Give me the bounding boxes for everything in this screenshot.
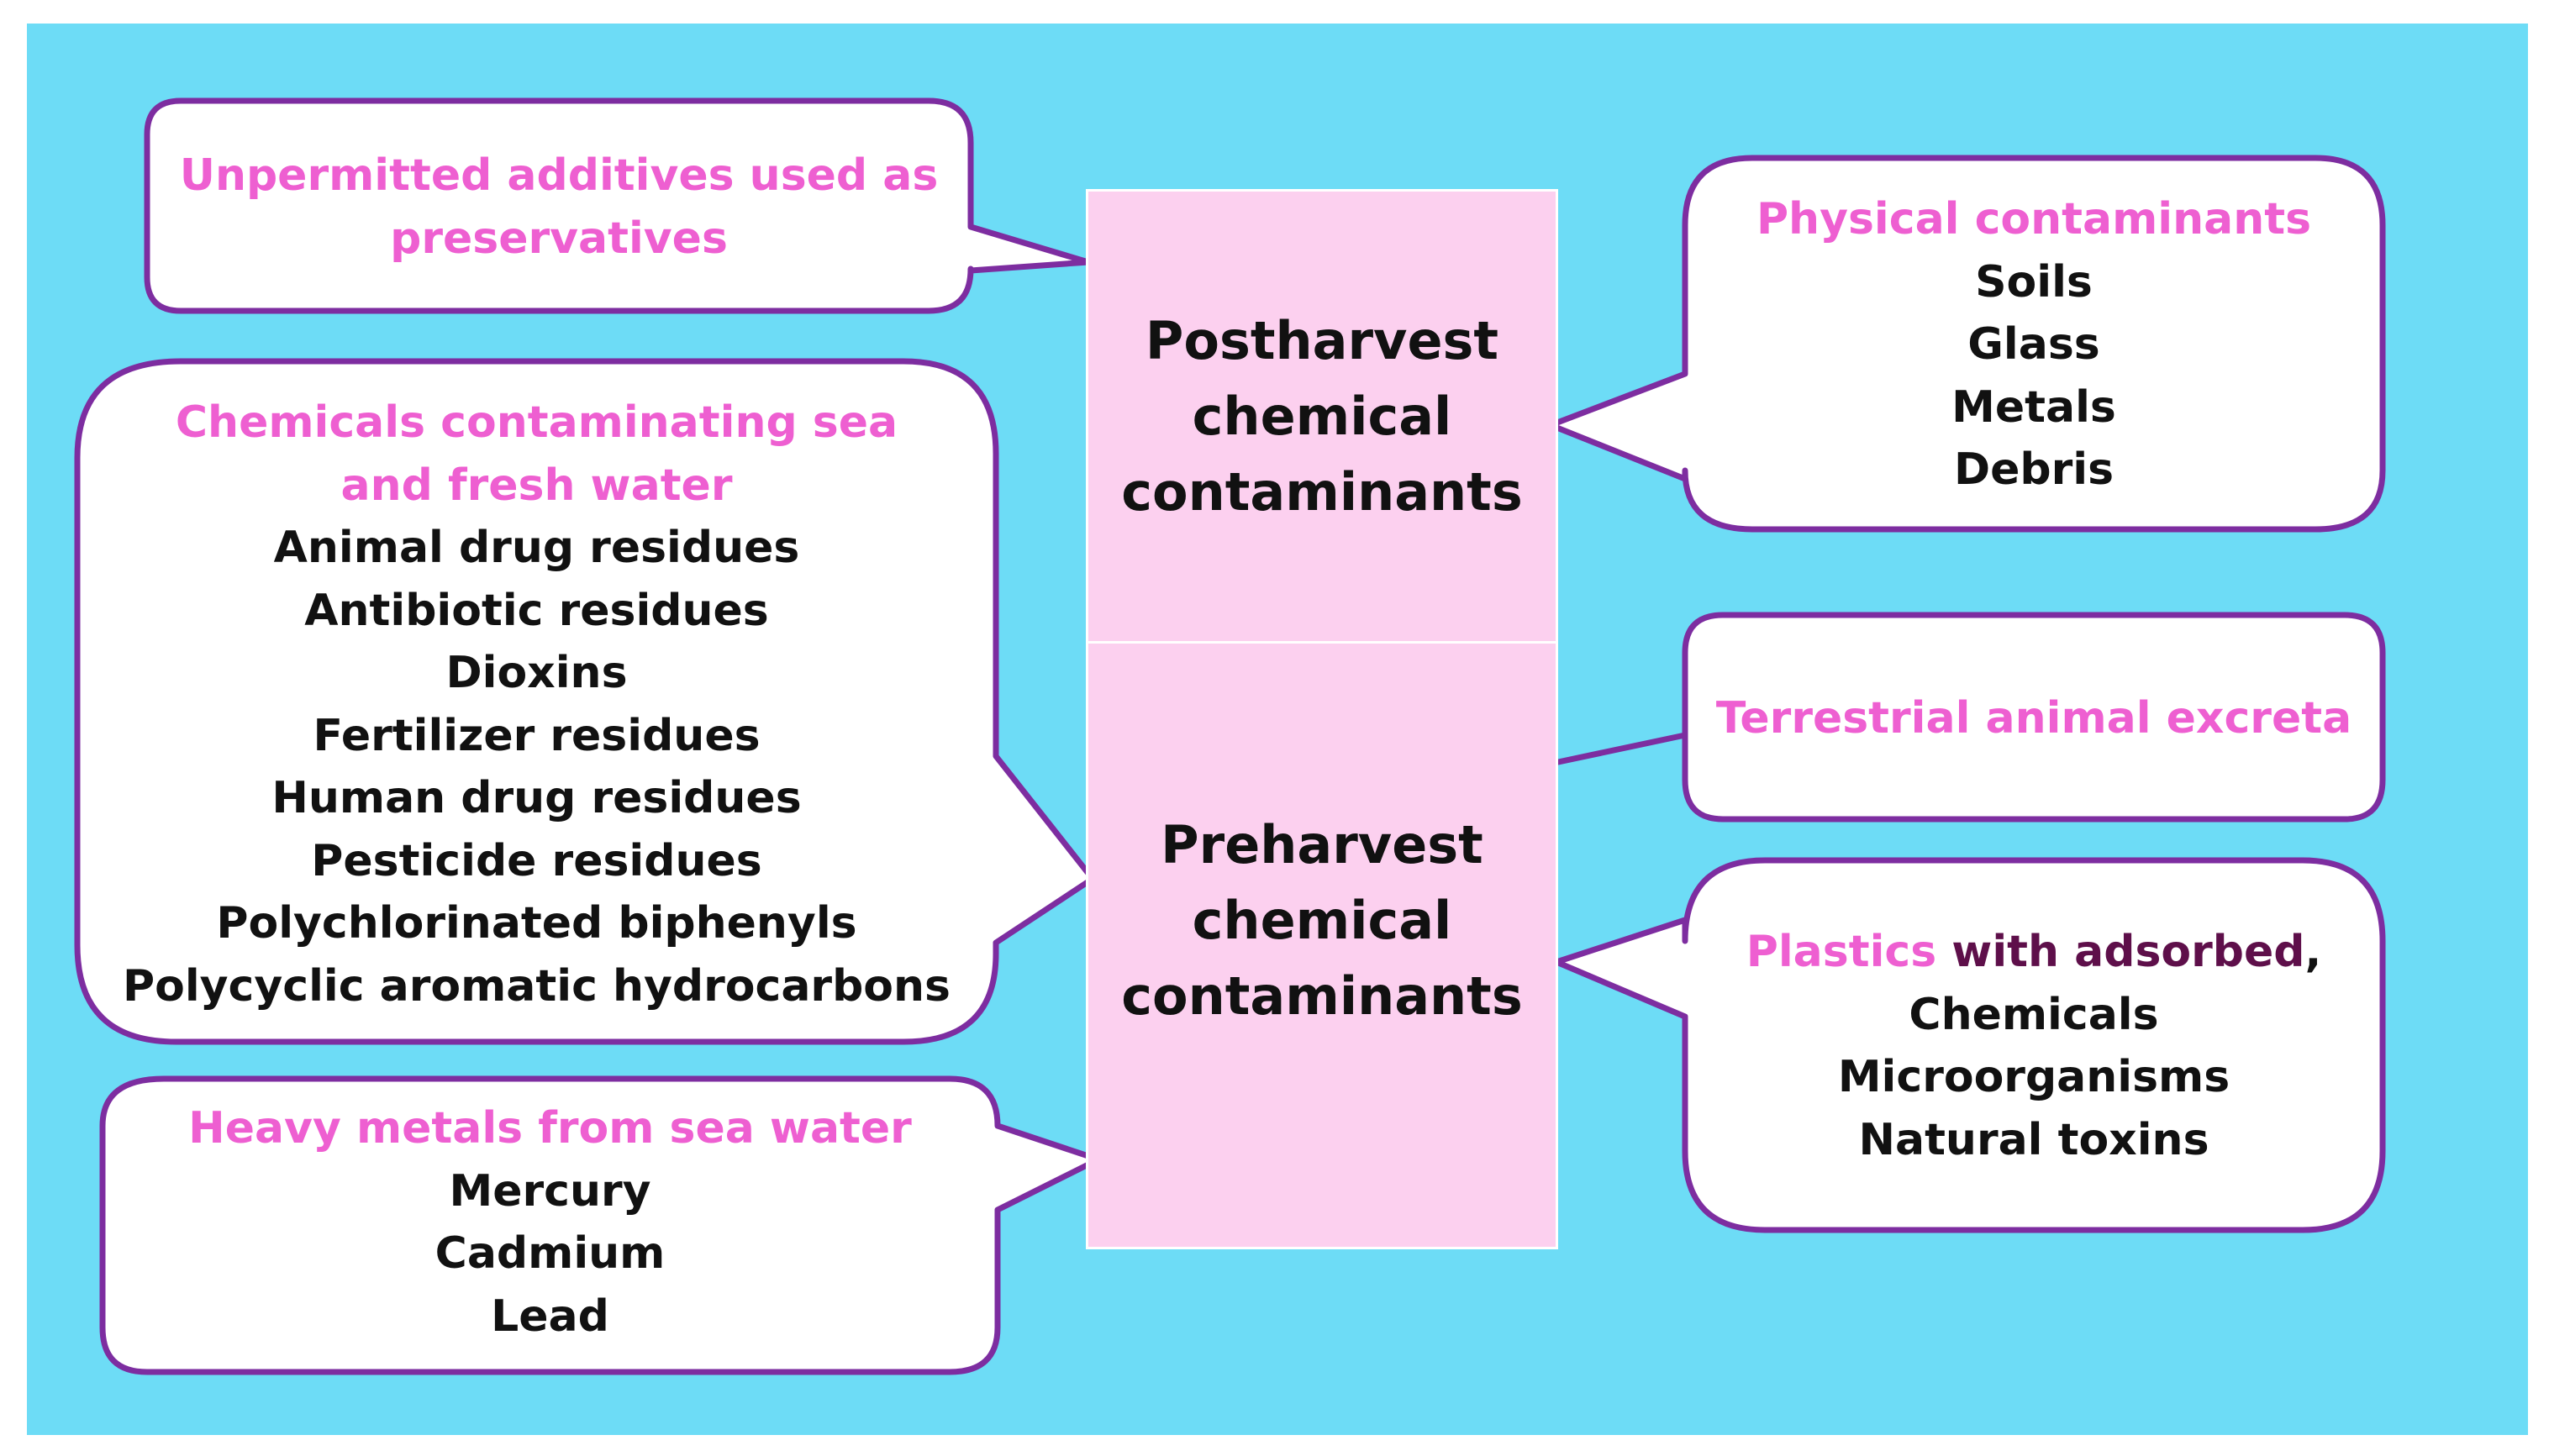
preharvest-line-2: chemical xyxy=(1192,890,1452,951)
postharvest-line-2: chemical xyxy=(1192,386,1452,447)
plastics-item: Chemicals xyxy=(1909,989,2159,1040)
plastics-heading-b: with adsorbed xyxy=(1951,927,2305,977)
callout-plastics xyxy=(1553,857,2386,1233)
water-item: Fertilizer residues xyxy=(313,710,761,761)
callout-excreta xyxy=(1543,612,2386,823)
excreta-text: Terrestrial animal excreta xyxy=(1685,687,2383,750)
plastics-heading-c: , xyxy=(2304,927,2322,977)
plastics-item: Microorganisms xyxy=(1837,1052,2230,1102)
water-heading-line-1: Chemicals contaminating sea xyxy=(175,397,898,448)
preharvest-line-1: Preharvest xyxy=(1161,814,1483,875)
unpermitted-heading: Unpermitted additives used as preservati… xyxy=(147,145,971,270)
water-item: Human drug residues xyxy=(271,773,802,823)
postharvest-line-1: Postharvest xyxy=(1145,310,1499,371)
callout-unpermitted xyxy=(144,97,1092,314)
excreta-heading: Terrestrial animal excreta xyxy=(1715,693,2352,744)
plastics-text: Plastics with adsorbed, Chemicals Microo… xyxy=(1685,921,2383,1171)
plastics-item: Natural toxins xyxy=(1858,1114,2209,1165)
physical-text: Physical contaminants Soils Glass Metals… xyxy=(1685,188,2383,502)
water-item: Polycyclic aromatic hydrocarbons xyxy=(122,960,951,1012)
physical-heading: Physical contaminants xyxy=(1756,194,2312,244)
callout-physical xyxy=(1547,155,2386,533)
physical-item: Glass xyxy=(1967,319,2100,370)
heavy-metals-heading: Heavy metals from sea water xyxy=(188,1103,912,1154)
postharvest-box: Postharvest chemical contaminants xyxy=(1086,189,1558,644)
water-item: Polychlorinated biphenyls xyxy=(216,898,857,949)
postharvest-line-3: contaminants xyxy=(1121,461,1523,523)
unpermitted-heading-line-2: preservatives xyxy=(390,213,728,264)
physical-item: Metals xyxy=(1951,381,2116,433)
water-heading-line-2: and fresh water xyxy=(340,460,733,511)
callout-water xyxy=(74,358,1096,1045)
unpermitted-heading-line-1: Unpermitted additives used as xyxy=(179,150,939,201)
preharvest-box: Preharvest chemical contaminants xyxy=(1086,641,1558,1249)
plastics-heading: Plastics with adsorbed, xyxy=(1685,921,2383,984)
water-item: Dioxins xyxy=(445,648,628,698)
water-item: Antibiotic residues xyxy=(304,585,769,636)
callout-heavy-metals xyxy=(99,1075,1102,1375)
water-item: Animal drug residues xyxy=(273,523,800,573)
water-text: Chemicals contaminating sea and fresh wa… xyxy=(77,392,996,1017)
heavy-metals-item: Cadmium xyxy=(434,1228,666,1279)
physical-item: Debris xyxy=(1953,444,2115,495)
water-item: Pesticide residues xyxy=(311,835,762,886)
heavy-metals-item: Lead xyxy=(491,1290,609,1342)
plastics-heading-a: Plastics xyxy=(1746,927,1937,977)
preharvest-line-3: contaminants xyxy=(1121,965,1523,1027)
heavy-metals-text: Heavy metals from sea water Mercury Cadm… xyxy=(103,1097,998,1348)
heavy-metals-item: Mercury xyxy=(449,1165,651,1217)
physical-item: Soils xyxy=(1975,256,2093,307)
